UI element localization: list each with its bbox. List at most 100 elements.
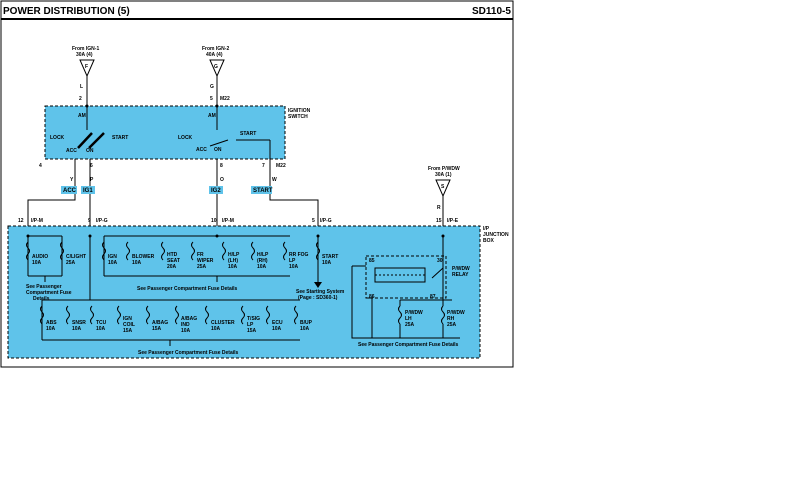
fuse-abs-name: ABS — [46, 320, 57, 326]
fuse-ign-rating: 10A — [108, 260, 118, 266]
wire-acc — [27, 159, 76, 236]
fuse — [241, 305, 245, 325]
switch-out-pin-start: 7 — [262, 163, 265, 169]
jb-pin-start: 5 — [312, 218, 315, 224]
wire-color-acc: Y — [70, 177, 74, 183]
note-see-passenger-left-3: Details — [33, 296, 50, 302]
jb-pin-pwdw: 15 — [436, 218, 442, 224]
note-see-passenger-relay: See Passenger Compartment Fuse Details — [358, 342, 459, 348]
source-ign2-from: From IGN-2 — [202, 46, 229, 52]
relay-label: P/WDW — [452, 266, 470, 272]
fuse-hlprh-name-2: (RH) — [257, 258, 268, 264]
fuse-bup-rating: 10A — [300, 326, 310, 332]
switch-left-start: START — [112, 135, 128, 141]
fuse — [66, 305, 70, 325]
ignition-connector-top: M22 — [220, 96, 230, 102]
jb-conn-ig2: I/P-M — [222, 218, 234, 224]
wire-start — [269, 140, 319, 236]
fuse-pwdwlh-name: P/WDW — [405, 310, 423, 316]
fuse — [266, 305, 270, 325]
fuses-bottom — [40, 305, 298, 325]
fuse — [26, 241, 30, 261]
fuse-audio-rating: 10A — [32, 260, 42, 266]
fuse-hlprh-rating: 10A — [257, 264, 267, 270]
junction-label: I/P — [483, 226, 490, 232]
fuse-abs-rating: 10A — [46, 326, 56, 332]
source-ign2-letter: G — [214, 64, 218, 70]
source-ign1-wire: L — [80, 84, 83, 90]
tag-ig1-label: IG1 — [83, 188, 93, 194]
wire-color-ig2: O — [220, 177, 224, 183]
fuse-audio-name: AUDIO — [32, 254, 48, 260]
note-see-starting-page: (Page : SD360-1) — [298, 295, 338, 301]
fuse-snsr-name: SNSR — [72, 320, 86, 326]
fuse — [90, 305, 94, 325]
relay-pin-30: 30 — [437, 258, 443, 264]
junction-label-3: BOX — [483, 238, 495, 244]
fuse-blower-rating: 10A — [132, 260, 142, 266]
fuse-labels-bottom: ABS 10A SNSR 10A TCU 10A IGN COIL 15A A/… — [46, 316, 313, 334]
fuse — [398, 305, 402, 325]
tag-acc-label: ACC — [63, 188, 77, 194]
junction-label-2: JUNCTION — [483, 232, 509, 238]
fuse-tcu-rating: 10A — [96, 326, 106, 332]
note-see-passenger-left-2: Compartment Fuse — [26, 290, 72, 296]
fuse-pwdwrh-name: P/WDW — [447, 310, 465, 316]
fuse-hlplh-rating: 10A — [228, 264, 238, 270]
ignition-switch-box — [44, 105, 286, 160]
switch-right-start: START — [240, 131, 256, 137]
fuses-top — [26, 241, 320, 261]
fuse-abag-name: A/BAG — [152, 320, 168, 326]
relay-label-2: RELAY — [452, 272, 469, 278]
fuse — [117, 305, 121, 325]
switch-left-lock: LOCK — [50, 135, 65, 141]
fuse-pwdwlh-rating: 25A — [405, 322, 415, 328]
switch-contact — [88, 132, 105, 149]
tag-start-label: START — [253, 188, 273, 194]
fuse-ecu-rating: 10A — [272, 326, 282, 332]
fuse-rrfog-name-2: LP — [289, 258, 296, 264]
page-title: POWER DISTRIBUTION (5) — [3, 6, 130, 17]
fuse — [316, 241, 320, 261]
relay-switch-icon — [431, 267, 444, 279]
fuse — [294, 305, 298, 325]
switch-right-on: ON — [214, 147, 222, 153]
fuse-igncoil-name-2: COIL — [123, 322, 135, 328]
fuse-ign-name: IGN — [108, 254, 117, 260]
fuse — [222, 241, 226, 261]
source-pwdw: From P/WDW 30A (1) S R — [428, 166, 460, 211]
fuse — [161, 241, 165, 261]
source-pwdw-wire: R — [437, 205, 441, 211]
fuse-triangle-icon — [79, 59, 95, 78]
source-ign2: From IGN-2 40A (4) G G 5 — [202, 46, 229, 102]
fuse-tcu-name: TCU — [96, 320, 107, 326]
tag-acc — [61, 186, 77, 194]
fuse-clight-rating: 25A — [66, 260, 76, 266]
fuse-tsig-name: T/SIG — [247, 316, 260, 322]
fuse-start-rating: 10A — [322, 260, 332, 266]
fuse-bup-name: B/UP — [300, 320, 313, 326]
switch-out-pin-ig1: 6 — [90, 163, 93, 169]
fuse — [205, 305, 209, 325]
tag-ig1 — [81, 186, 95, 194]
note-see-passenger-left: See Passenger — [26, 284, 62, 290]
source-ign1: From IGN-1 30A (4) F L 2 — [72, 46, 99, 102]
fuse-rrfog-rating: 10A — [289, 264, 299, 270]
arrow-down-icon — [314, 282, 322, 288]
fuse-start-name: START — [322, 254, 338, 260]
ignition-switch-label-2: SWITCH — [288, 114, 308, 120]
fuse-frwiper-name: FR — [197, 252, 204, 258]
tag-ig2 — [209, 186, 223, 194]
fuse-snsr-rating: 10A — [72, 326, 82, 332]
fuse-frwiper-name-2: WIPER — [197, 258, 214, 264]
relay-pin-85: 85 — [369, 258, 375, 264]
note-see-starting: See Starting System — [296, 289, 345, 295]
fuse-abagind-name-2: IND — [181, 322, 190, 328]
tag-start — [251, 186, 272, 194]
source-ign1-rating: 30A (4) — [76, 52, 93, 58]
fuse — [441, 305, 445, 325]
fuse-clight-name: C/LIGHT — [66, 254, 86, 260]
fuse-pwdwrh-rating: 25A — [447, 322, 457, 328]
fuse-pwdwrh-name-2: RH — [447, 316, 455, 322]
diagram-frame — [0, 0, 514, 368]
